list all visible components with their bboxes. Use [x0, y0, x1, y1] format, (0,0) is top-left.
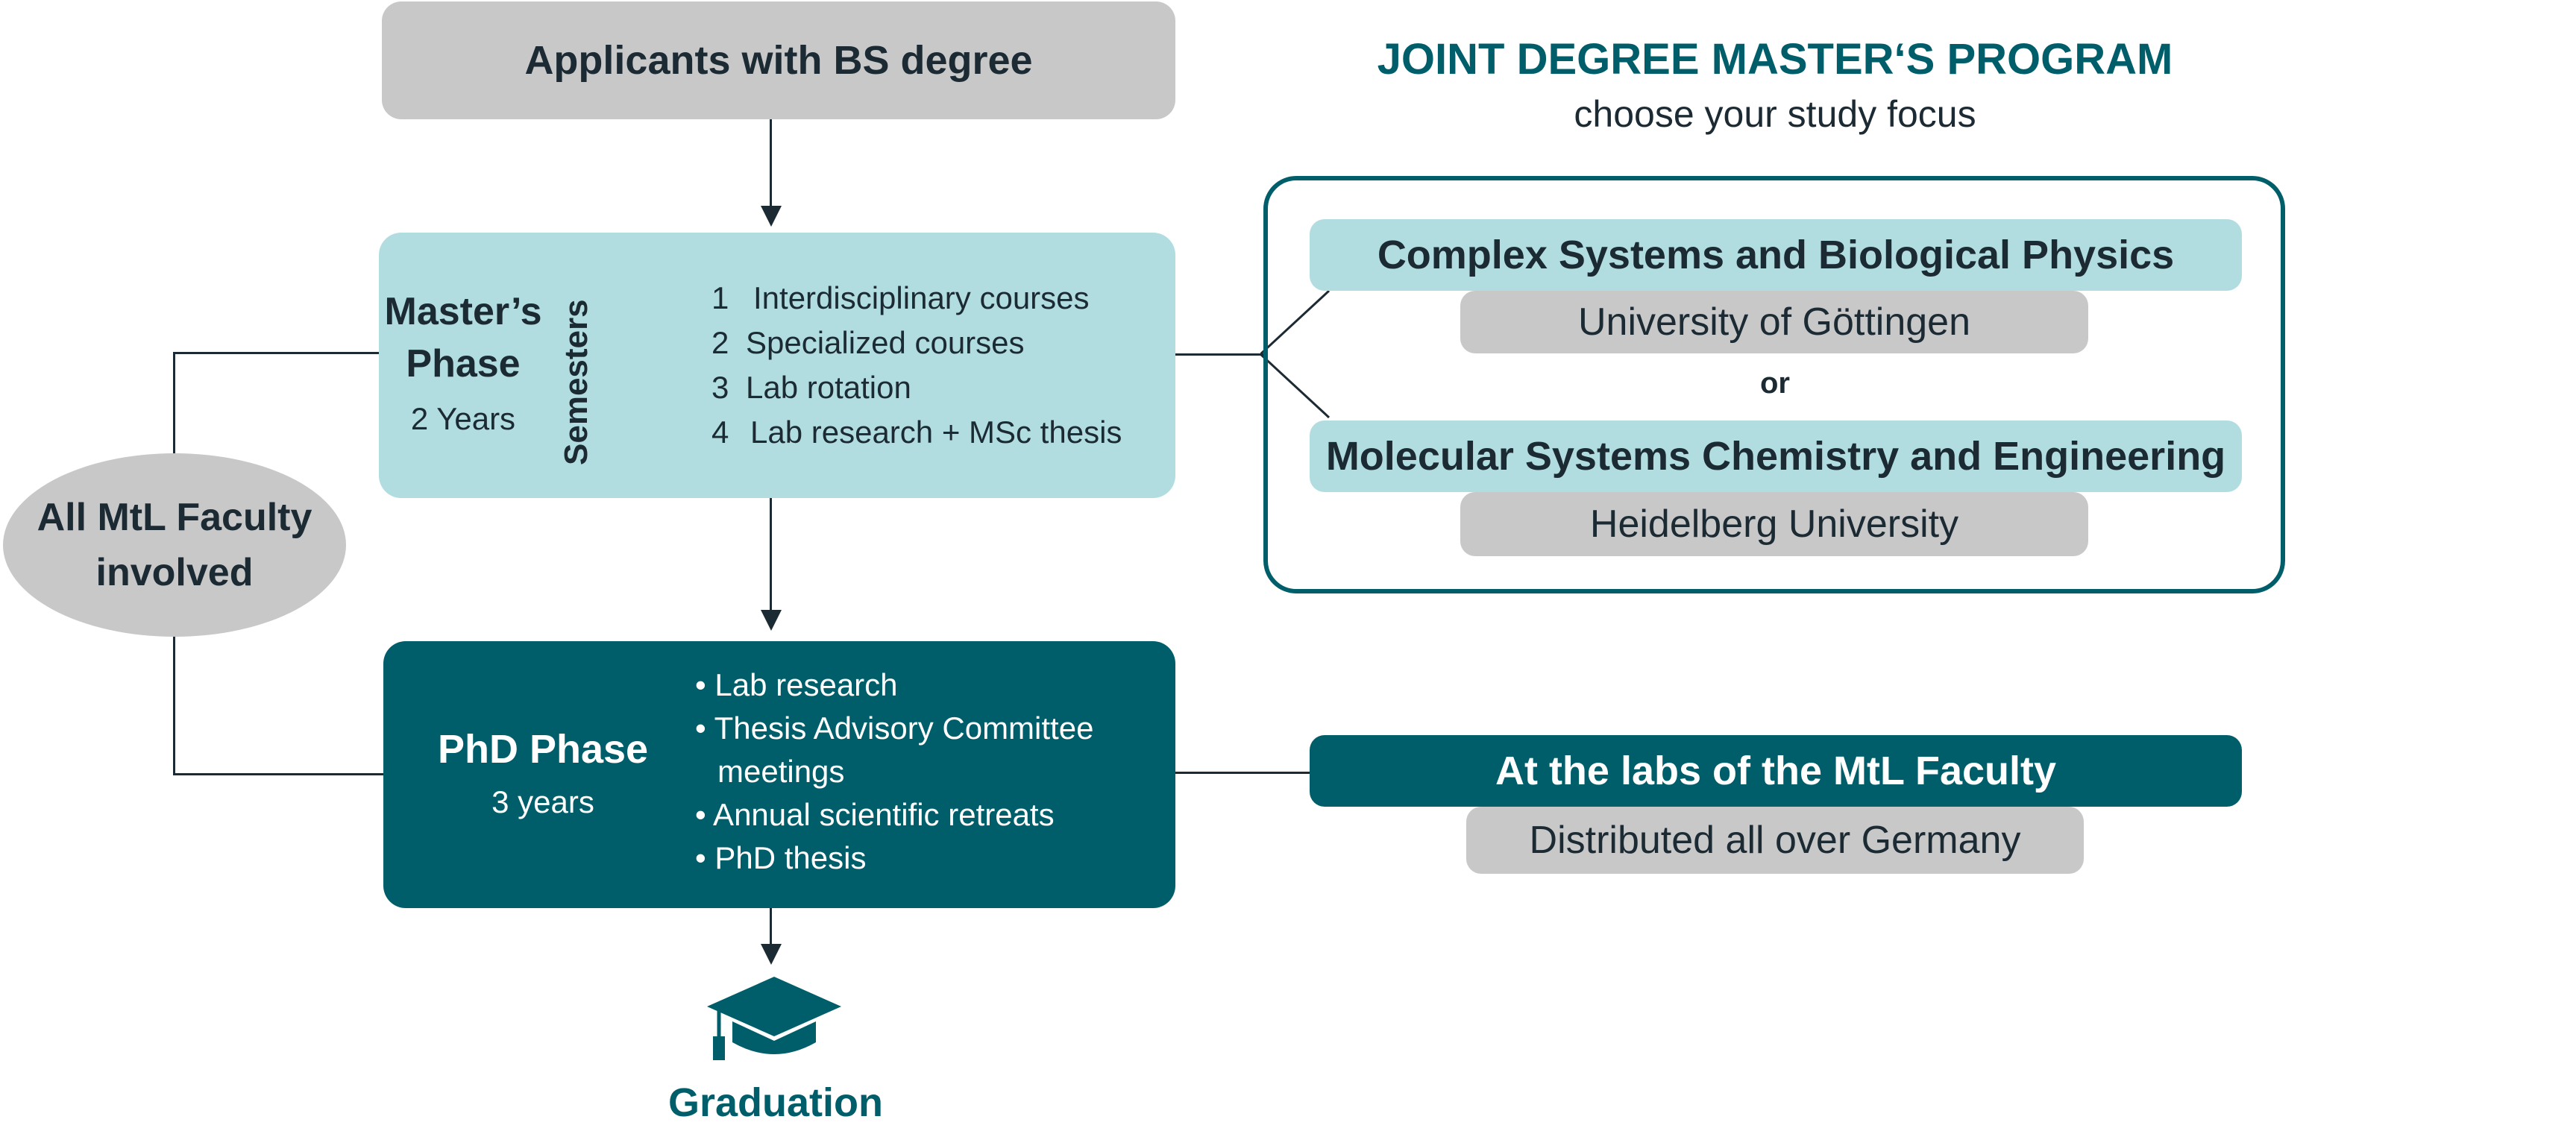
phd-duration: 3 years [491, 784, 594, 819]
fork-connector [1260, 289, 1331, 419]
arrowhead-phd [761, 610, 782, 631]
connector-left-lower [173, 634, 175, 775]
focus-option1-university: University of Göttingen [1577, 300, 1971, 344]
semesters-label: Semesters [558, 299, 594, 465]
program-title: JOINT DEGREE MASTER‘S PROGRAM [1377, 35, 2173, 84]
connector-left-upper [173, 352, 175, 456]
connector-masters-left [173, 352, 380, 354]
semester-number: 4 [711, 415, 729, 450]
study-focus-frame [1263, 176, 2285, 593]
phd-phase-box: PhD Phase 3 years • Lab research • Thesi… [383, 641, 1175, 908]
phd-item-continuation: meetings [717, 754, 845, 789]
masters-title-line2: Phase [406, 342, 521, 385]
labs-title-box: At the labs of the MtL Faculty [1310, 735, 2242, 807]
focus-option2-university-box: Heidelberg University [1460, 492, 2088, 556]
semester-item: 1 Interdisciplinary courses [711, 280, 1174, 325]
applicants-box: Applicants with BS degree [382, 1, 1175, 119]
graduation-cap-icon [707, 977, 841, 1060]
focus-option2-title: Molecular Systems Chemistry and Engineer… [1325, 434, 2226, 479]
phd-item: • PhD thesis [695, 840, 867, 875]
applicants-label: Applicants with BS degree [524, 38, 1033, 83]
connector-phd-left [173, 773, 385, 775]
connector-phd-graduation [770, 908, 772, 945]
graduation-label: Graduation [667, 1080, 883, 1125]
faculty-line2: involved [95, 551, 254, 594]
phd-item: • Lab research [695, 667, 898, 702]
arrowhead-graduation [761, 944, 782, 965]
phd-item: • Thesis Advisory Committee [695, 711, 1094, 746]
labs-subtitle: Distributed all over Germany [1529, 819, 2021, 862]
semester-number: 2 [711, 325, 729, 360]
semester-item: 3 Lab rotation [711, 370, 1174, 415]
faculty-line1: All MtL Faculty [37, 496, 312, 539]
connector-masters-phd [770, 498, 772, 611]
focus-option2-university: Heidelberg University [1589, 503, 1959, 546]
semester-text: Lab research + MSc thesis [750, 415, 1122, 450]
focus-option1-university-box: University of Göttingen [1460, 291, 2088, 353]
semester-item: 4 Lab research + MSc thesis [711, 415, 1174, 459]
labs-title: At the labs of the MtL Faculty [1495, 749, 2057, 793]
faculty-ellipse: All MtL Faculty involved [3, 453, 346, 637]
program-subtitle: choose your study focus [1574, 93, 1976, 135]
masters-title-line1: Master’s [384, 290, 542, 333]
phd-item: • Annual scientific retreats [695, 797, 1055, 832]
connector-applicants-masters [770, 119, 772, 207]
focus-option2-title-box: Molecular Systems Chemistry and Engineer… [1310, 420, 2242, 492]
masters-duration: 2 Years [410, 401, 516, 436]
semester-text: Specialized courses [746, 325, 1025, 360]
focus-or: or [1760, 367, 1790, 400]
semester-number: 1 [711, 280, 729, 315]
connector-phd-right [1174, 772, 1313, 774]
labs-subtitle-box: Distributed all over Germany [1466, 807, 2084, 874]
focus-option1-title: Complex Systems and Biological Physics [1377, 233, 2175, 277]
semester-text: Interdisciplinary courses [753, 280, 1090, 315]
masters-phase-box: Master’s Phase 2 Years Semesters 1 Interd… [379, 233, 1175, 498]
semester-list: 1 Interdisciplinary courses 2 Specialized … [711, 280, 1174, 459]
semester-item: 2 Specialized courses [711, 325, 1174, 370]
phd-items-list: • Lab research • Thesis Advisory Committ… [695, 664, 1172, 880]
connector-masters-right [1174, 353, 1263, 356]
semester-text: Lab rotation [746, 370, 911, 405]
phd-title: PhD Phase [437, 727, 649, 772]
arrowhead-masters [761, 206, 782, 227]
focus-option1-title-box: Complex Systems and Biological Physics [1310, 219, 2242, 291]
semester-number: 3 [711, 370, 729, 405]
